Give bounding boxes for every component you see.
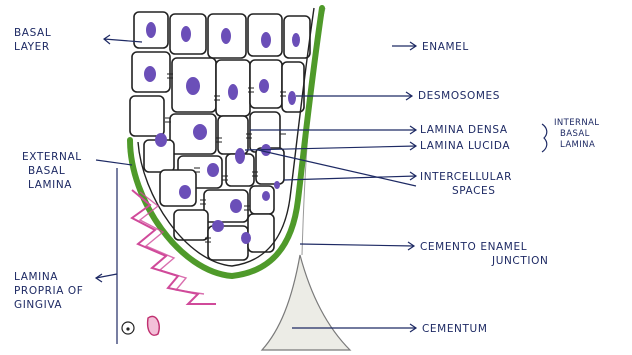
- label-cemento-enamel-junction: CEMENTO ENAMEL JUNCTION: [420, 240, 548, 268]
- nucleus: [207, 163, 219, 177]
- nucleus: [193, 124, 207, 140]
- label-lamina-propria: LAMINA PROPRIA OF GINGIVA: [14, 270, 83, 312]
- label-intercellular-spaces: INTERCELLULAR SPACES: [420, 170, 512, 198]
- nucleus: [146, 22, 156, 38]
- cementum-region: [262, 255, 350, 350]
- nucleus: [228, 84, 238, 100]
- nucleus: [292, 33, 300, 47]
- nucleus: [212, 220, 224, 232]
- nucleus: [274, 181, 280, 189]
- label-lamina-densa: LAMINA DENSA: [420, 123, 508, 137]
- nucleus: [235, 148, 245, 164]
- nucleus: [186, 77, 200, 95]
- arrow-external-basal-lamina: [96, 160, 132, 165]
- cell: [250, 186, 274, 214]
- nucleus: [221, 28, 231, 44]
- brace-internal-basal-lamina: [542, 124, 547, 152]
- label-lamina-lucida: LAMINA LUCIDA: [420, 139, 510, 153]
- nucleus: [181, 26, 191, 42]
- nucleus: [241, 232, 251, 244]
- label-cementum: CEMENTUM: [422, 322, 487, 336]
- label-basal-layer: BASAL LAYER: [14, 26, 51, 54]
- label-internal-basal-lamina: INTERNAL BASAL LAMINA: [554, 118, 599, 151]
- nucleus: [144, 66, 156, 82]
- nucleus: [262, 191, 270, 201]
- label-desmosomes: DESMOSOMES: [418, 89, 500, 103]
- nucleus: [259, 79, 269, 93]
- cell: [170, 114, 216, 154]
- cell: [130, 96, 164, 136]
- nucleus: [179, 185, 191, 199]
- cell: [218, 116, 248, 154]
- cell: [208, 226, 248, 260]
- arrow-intercellular-spaces: [284, 176, 416, 180]
- fibroblast-sketch: [122, 316, 159, 335]
- label-external-basal-lamina: EXTERNAL BASAL LAMINA: [22, 150, 82, 192]
- cell: [160, 170, 196, 206]
- nucleus: [261, 32, 271, 48]
- nucleus: [230, 199, 242, 213]
- label-enamel: ENAMEL: [422, 40, 469, 54]
- nucleus: [155, 133, 167, 147]
- arrow-cej: [300, 244, 414, 246]
- nucleus: [288, 91, 296, 105]
